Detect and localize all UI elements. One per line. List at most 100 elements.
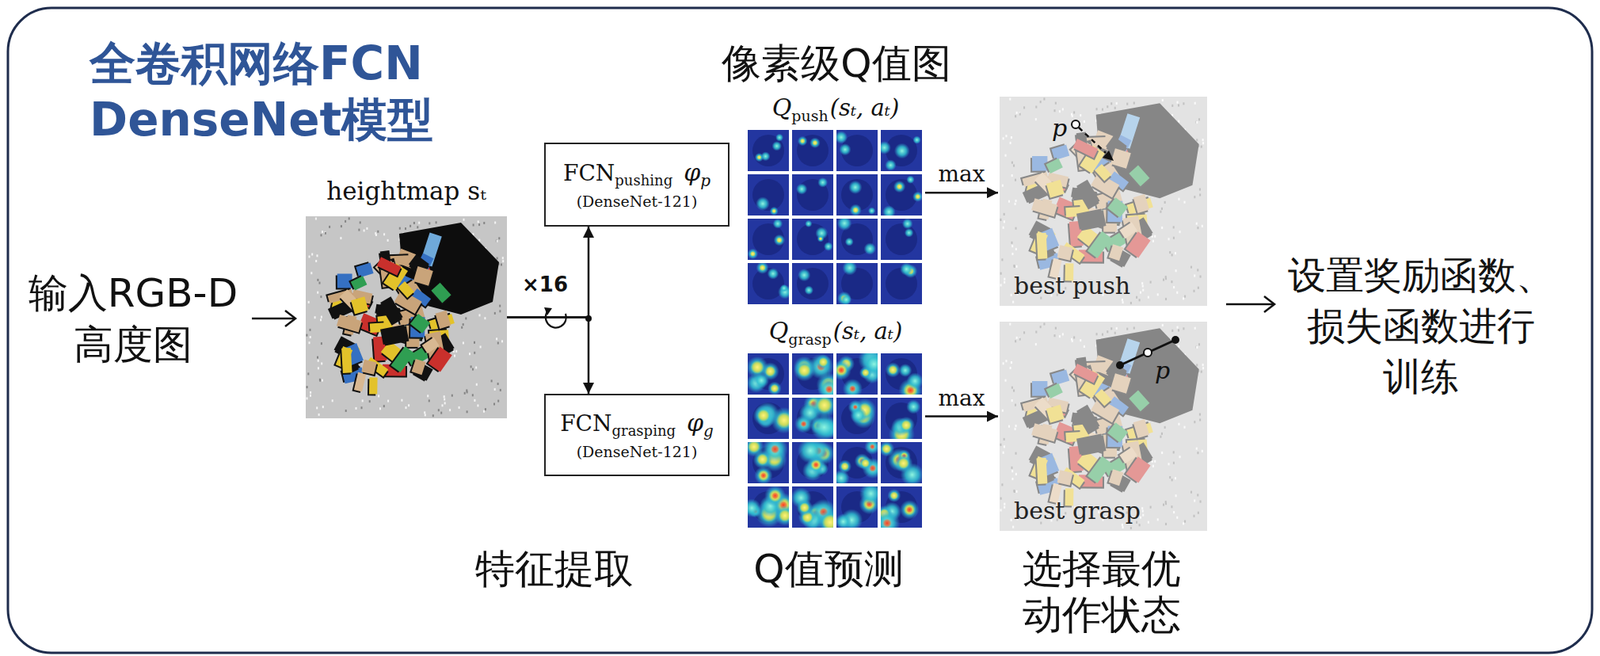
connector xyxy=(506,317,589,395)
box-text: (DenseNet-121) xyxy=(576,192,698,210)
tile-core xyxy=(796,223,829,256)
heightmap-image xyxy=(305,216,507,419)
q-blob xyxy=(845,237,854,247)
box-text: (DenseNet-121) xyxy=(576,442,698,461)
q-heading-text: Q xyxy=(769,316,789,345)
q-blob xyxy=(912,135,921,144)
q-blob xyxy=(797,136,808,147)
q-blob xyxy=(819,236,823,240)
fade xyxy=(999,321,1208,531)
q-blob xyxy=(841,294,853,305)
q-blob xyxy=(894,143,911,160)
q-blob xyxy=(754,373,770,389)
q-blob xyxy=(901,419,912,431)
process-box: FCNpushingφp(DenseNet-121) xyxy=(544,142,730,227)
q-blob xyxy=(836,364,848,377)
q-tile xyxy=(836,397,878,439)
q-blob xyxy=(796,499,813,516)
edge-label: max xyxy=(937,384,985,412)
q-blob xyxy=(848,180,862,195)
input-arrow xyxy=(251,317,295,320)
q-blob xyxy=(823,241,834,252)
best-push-image xyxy=(999,96,1208,306)
q-blob xyxy=(800,420,808,427)
q-blob xyxy=(769,489,782,503)
q-tile xyxy=(792,174,834,216)
point-label: p xyxy=(1051,114,1067,142)
q-blob xyxy=(903,503,916,516)
q-heading: Qgrasp(sₜ, aₜ) xyxy=(769,316,903,348)
caption-label: 选择最优 动作状态 xyxy=(1010,546,1193,638)
q-tile xyxy=(747,353,789,395)
q-tile xyxy=(792,129,834,172)
q-blob xyxy=(885,361,901,378)
caption-label: 特征提取 xyxy=(475,546,634,593)
q-tile xyxy=(792,441,834,484)
q-blob xyxy=(869,443,876,450)
q-tile xyxy=(747,397,789,439)
q-blob xyxy=(796,183,808,195)
q-blob xyxy=(914,194,921,200)
q-blob xyxy=(756,262,770,275)
tile-ground xyxy=(880,218,922,260)
connector xyxy=(925,415,999,418)
q-blob xyxy=(815,354,832,370)
q-blob xyxy=(881,444,892,454)
input-arrow-head xyxy=(285,310,296,327)
q-blob xyxy=(849,384,857,393)
push-point xyxy=(1071,120,1080,129)
best-grasp-image xyxy=(999,321,1208,531)
q-tile xyxy=(880,441,922,484)
q-blob xyxy=(822,514,834,528)
tile-ground xyxy=(792,262,834,305)
image-panel: Qpush(sₜ, aₜ) xyxy=(747,129,924,305)
title: 全卷积网络FCN DenseNet模型 xyxy=(89,35,470,149)
q-blob xyxy=(797,363,811,377)
q-blob xyxy=(888,365,899,375)
point-label: p xyxy=(1154,356,1170,385)
q-heading-text: push xyxy=(791,106,828,125)
q-tile xyxy=(792,262,834,305)
tile-ground xyxy=(880,262,922,305)
q-tile xyxy=(836,129,878,172)
q-blob xyxy=(804,220,812,228)
q-blob xyxy=(747,441,760,454)
q-blob xyxy=(794,415,813,434)
tile-ground xyxy=(747,218,789,260)
q-blob xyxy=(770,444,780,454)
q-blob xyxy=(859,365,873,379)
q-blob xyxy=(893,180,906,193)
q-tile xyxy=(880,174,922,216)
box-text: pushing xyxy=(614,171,673,189)
q-blob xyxy=(868,206,876,214)
tile-ground xyxy=(747,174,789,216)
q-blob xyxy=(896,183,903,191)
box-text: φ xyxy=(686,408,704,437)
q-blob xyxy=(811,397,834,419)
tile-ground xyxy=(836,174,878,216)
image-caption: best push xyxy=(1013,271,1131,300)
q-blob xyxy=(860,458,870,468)
q-blob xyxy=(882,205,896,216)
tile-ground xyxy=(792,129,834,172)
q-tile xyxy=(836,353,878,395)
push-path xyxy=(1078,127,1106,153)
q-blob xyxy=(757,409,770,423)
q-heading-text: grasp xyxy=(788,330,832,348)
q-tile xyxy=(880,129,922,172)
q-blob xyxy=(880,140,892,155)
caption-label: 设置奖励函数、 损失函数进行 训练 xyxy=(1282,250,1560,402)
q-blob xyxy=(757,155,762,160)
q-blob xyxy=(758,469,770,481)
output-arrow xyxy=(1226,303,1274,306)
tile-ground xyxy=(747,129,789,172)
q-blob xyxy=(769,206,779,216)
q-blob xyxy=(764,486,786,507)
q-tile xyxy=(836,441,878,484)
q-blob xyxy=(864,441,878,455)
tile-core xyxy=(752,179,785,211)
push-head xyxy=(1102,150,1114,161)
tile-core xyxy=(885,223,918,256)
q-blob xyxy=(880,510,900,528)
